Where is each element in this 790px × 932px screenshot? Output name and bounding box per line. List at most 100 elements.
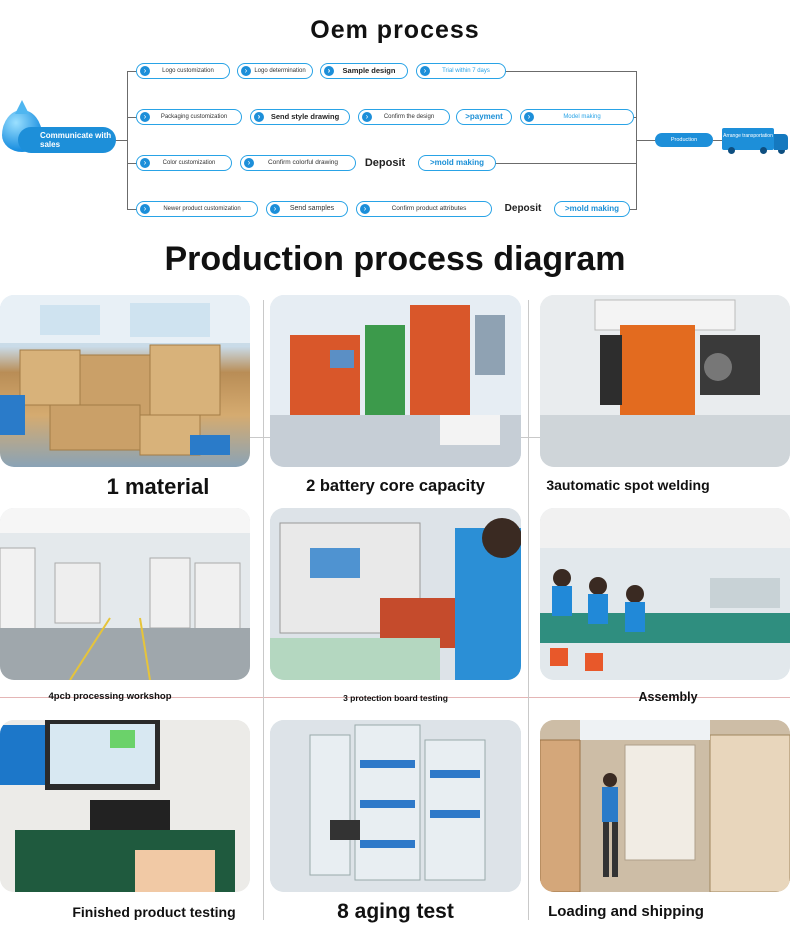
flow-step-label: Send samples: [289, 205, 335, 212]
flow-step: Deposit: [358, 155, 412, 171]
flow-step: › Sample design: [320, 63, 408, 79]
chevron-right-icon: ›: [140, 158, 150, 168]
connector-line: [713, 140, 722, 141]
grid-connector: [263, 300, 264, 920]
chevron-right-icon: ›: [140, 112, 150, 122]
flow-step-label: Logo determination: [254, 68, 306, 74]
flow-step: › Send style drawing: [250, 109, 350, 125]
connector-line: [636, 140, 656, 141]
flow-step-label: Newer product customization: [163, 206, 241, 212]
finished-product-testing-photo: [0, 720, 250, 892]
flow-step-label: Packaging customization: [160, 114, 228, 120]
flow-step: › Color customization: [136, 155, 232, 171]
communicate-with-sales-node: Communicate with sales: [18, 127, 116, 153]
step-label: Assembly: [638, 690, 698, 704]
flow-step: >mold making: [418, 155, 496, 171]
flow-step: › Trial within 7 days: [416, 63, 506, 79]
pcb-workshop-photo: [0, 508, 250, 680]
chevron-right-icon: ›: [241, 66, 251, 76]
production-node: Production: [655, 133, 713, 147]
flow-step: ›Logo determination: [237, 63, 313, 79]
step-label: Loading and shipping: [548, 903, 704, 920]
step-label: Finished product testing: [72, 904, 236, 920]
truck-icon: Arrange transportation: [722, 128, 788, 154]
flow-step-label: Confirm product attributes: [391, 205, 467, 212]
flow-step-label: >mold making: [429, 158, 484, 167]
chevron-right-icon: ›: [244, 158, 254, 168]
connector-line: [633, 117, 636, 118]
flow-step: › Confirm colorful drawing: [240, 155, 356, 171]
chevron-right-icon: ›: [324, 66, 334, 76]
grid-connector: [0, 697, 790, 698]
connector-line: [127, 209, 137, 210]
flow-step-label: Deposit: [364, 157, 406, 169]
flow-step-label: Send style drawing: [270, 112, 340, 121]
step-label: 4pcb processing workshop: [48, 691, 172, 702]
material-warehouse-photo: [0, 295, 250, 467]
flow-step-label: Logo customization: [162, 68, 214, 74]
aging-rack-illustration: [270, 720, 521, 892]
welding-machine-illustration: [540, 295, 790, 467]
connector-line: [127, 117, 137, 118]
chevron-right-icon: ›: [140, 66, 150, 76]
assembly-line-illustration: [540, 508, 790, 680]
flow-step: › Send samples: [266, 201, 348, 217]
loading-boxes-illustration: [540, 720, 790, 892]
flow-step: >payment: [456, 109, 512, 125]
step-label: 8 aging test: [337, 900, 454, 923]
chevron-right-icon: ›: [362, 112, 372, 122]
wheel-icon: [728, 147, 735, 154]
connector-line: [495, 163, 636, 164]
connector-line: [112, 140, 128, 141]
loading-shipping-photo: [540, 720, 790, 892]
connector-line: [127, 71, 137, 72]
wheel-icon: [760, 147, 767, 154]
flow-step-label: Model making: [563, 114, 601, 120]
step-label: 2 battery core capacity: [306, 477, 485, 495]
connector-line: [127, 163, 137, 164]
connector-line: [505, 71, 636, 72]
flow-step-label: Sample design: [342, 66, 396, 75]
chevron-right-icon: ›: [360, 204, 370, 214]
warehouse-boxes-illustration: [0, 295, 250, 456]
flow-step-label: Trial within 7 days: [442, 68, 490, 74]
connector-line: [630, 209, 636, 210]
aging-test-photo: [270, 720, 521, 892]
chevron-right-icon: ›: [254, 112, 264, 122]
flow-step-label: Color customization: [162, 160, 216, 166]
board-testing-illustration: [270, 508, 521, 680]
flow-step-label: >mold making: [564, 204, 619, 213]
flow-step: › Logo customization: [136, 63, 230, 79]
step-label: 3 protection board testing: [343, 693, 448, 703]
transportation-label: Arrange transportation: [723, 133, 773, 139]
chevron-right-icon: ›: [524, 112, 534, 122]
assembly-line-photo: [540, 508, 790, 680]
flow-step-label: Deposit: [504, 203, 542, 214]
connector-line: [127, 71, 128, 210]
flow-step: >mold making: [554, 201, 630, 217]
spot-welding-photo: [540, 295, 790, 467]
chevron-right-icon: ›: [140, 204, 150, 214]
flow-step-label: Confirm colorful drawing: [267, 159, 339, 166]
flow-step-label: Confirm the design: [383, 114, 435, 120]
grid-connector: [528, 300, 529, 920]
oem-process-title: Oem process: [310, 16, 480, 44]
flow-step: › Model making: [520, 109, 634, 125]
flow-step: › Newer product customization: [136, 201, 258, 217]
chevron-right-icon: ›: [420, 66, 430, 76]
protection-board-testing-photo: [270, 508, 521, 680]
flow-step: › Confirm product attributes: [356, 201, 492, 217]
chevron-right-icon: ›: [270, 204, 280, 214]
flow-step: › Packaging customization: [136, 109, 242, 125]
step-label: 1 material: [106, 474, 210, 499]
step-label: 3automatic spot welding: [546, 477, 710, 493]
battery-machine-illustration: [270, 295, 521, 467]
flow-step: Deposit: [496, 201, 550, 217]
product-testing-illustration: [0, 720, 250, 892]
flow-step: › Confirm the design: [358, 109, 450, 125]
wheel-icon: [778, 147, 785, 154]
production-process-title: Production process diagram: [164, 240, 626, 278]
battery-capacity-machine-photo: [270, 295, 521, 467]
flow-step-label: >payment: [465, 112, 503, 121]
pcb-workshop-illustration: [0, 508, 250, 680]
